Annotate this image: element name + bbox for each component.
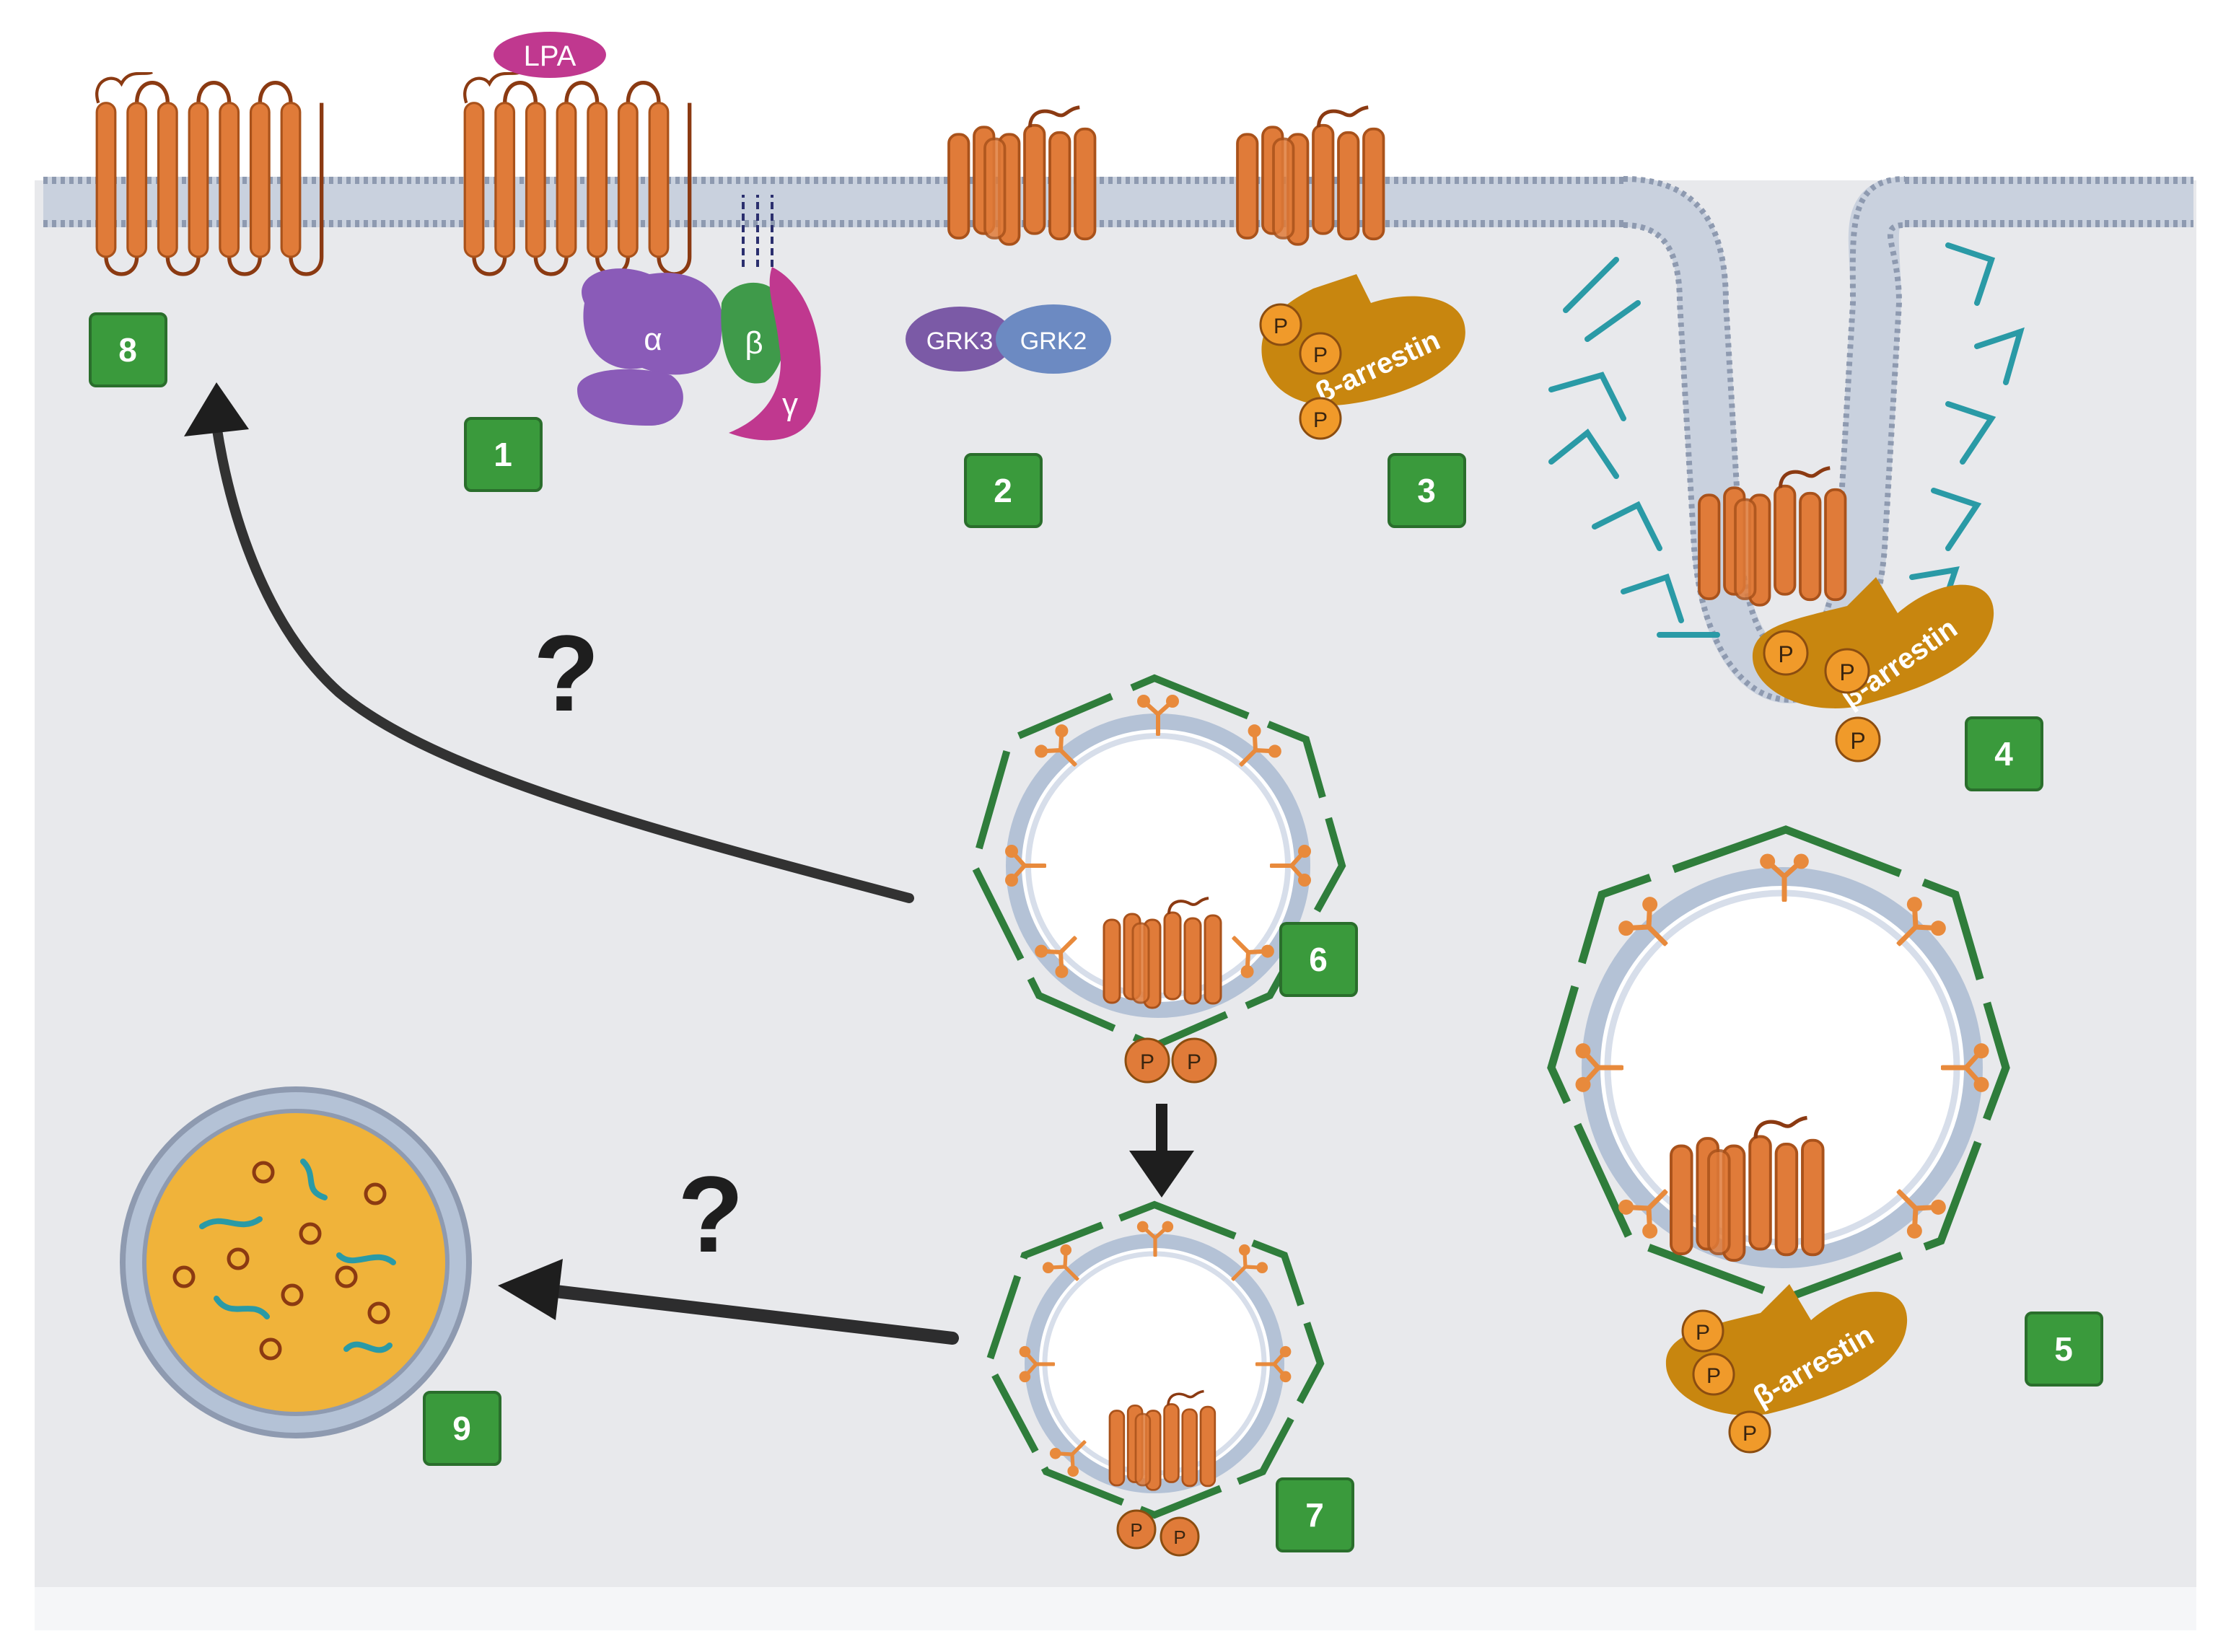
g-protein: α β γ xyxy=(577,195,821,441)
g-alpha-label: α xyxy=(644,322,662,357)
lpa-label: LPA xyxy=(524,40,577,72)
grk2-label: GRK2 xyxy=(1020,328,1087,355)
phospho-label: P xyxy=(1173,1526,1185,1548)
phospho-label: P xyxy=(1140,1050,1154,1074)
phospho-label: P xyxy=(1696,1321,1710,1345)
endosome-step-5 xyxy=(1547,825,2010,1303)
phospho-label: P xyxy=(1274,315,1288,338)
step-badge-8: 8 xyxy=(89,312,167,387)
arrestin-step-5: β-arrestin P P P xyxy=(1665,1284,1908,1454)
step-badge-5: 5 xyxy=(2025,1312,2103,1387)
lysosome xyxy=(120,1086,472,1438)
phospho-label: P xyxy=(1130,1519,1142,1541)
phospho-label: P xyxy=(1743,1422,1757,1446)
g-gamma-label: γ xyxy=(782,387,798,422)
lpa-ligand: LPA xyxy=(494,32,606,78)
step-number: 3 xyxy=(1417,472,1436,509)
question-mark-2: ? xyxy=(678,1154,744,1275)
phospho-label: P xyxy=(1778,641,1793,667)
endosome-step-7: P P xyxy=(984,1200,1325,1557)
phospho-label: P xyxy=(1313,343,1328,367)
step-number: 1 xyxy=(494,436,512,473)
question-mark-text: ? xyxy=(678,1154,744,1275)
grk3-label: GRK3 xyxy=(926,328,994,355)
step-number: 5 xyxy=(2054,1330,2073,1368)
phospho-label: P xyxy=(1187,1050,1201,1074)
phospho-label: P xyxy=(1839,659,1854,685)
step-badge-6: 6 xyxy=(1279,922,1358,997)
arrestin-step-4: β-arrestin P P P xyxy=(1752,577,1994,763)
question-mark-1: ? xyxy=(533,612,600,734)
arrow-6-to-7 xyxy=(1129,1104,1194,1198)
step-badge-9: 9 xyxy=(423,1391,501,1466)
phospho-group-5: P P P xyxy=(1681,1309,1771,1454)
step-badge-7: 7 xyxy=(1276,1477,1354,1552)
phospho-label: P xyxy=(1313,408,1328,432)
plasma-membrane xyxy=(43,176,2193,703)
step-number: 2 xyxy=(994,472,1012,509)
page-frame xyxy=(35,1587,2196,1630)
step-number: 9 xyxy=(452,1410,471,1447)
step-badge-4: 4 xyxy=(1965,716,2043,791)
phospho-group-3: P P P xyxy=(1259,303,1342,440)
endosome-step-6: P P xyxy=(970,674,1346,1084)
question-mark-text: ? xyxy=(533,612,600,734)
step-number: 7 xyxy=(1305,1496,1324,1534)
step-badge-3: 3 xyxy=(1388,453,1466,528)
phospho-group-4: P P P xyxy=(1763,630,1881,763)
step-badge-1: 1 xyxy=(464,417,543,492)
grk-kinases: GRK3 GRK2 xyxy=(906,304,1111,374)
step-badge-2: 2 xyxy=(964,453,1043,528)
g-beta-label: β xyxy=(745,325,763,361)
arrow-6-to-8 xyxy=(184,382,914,903)
step-number: 8 xyxy=(118,331,137,369)
phospho-label: P xyxy=(1850,728,1865,754)
arrow-7-to-9 xyxy=(498,1259,959,1345)
phospho-label: P xyxy=(1706,1364,1721,1388)
step-number: 4 xyxy=(1994,735,2013,773)
step-number: 6 xyxy=(1309,941,1328,978)
